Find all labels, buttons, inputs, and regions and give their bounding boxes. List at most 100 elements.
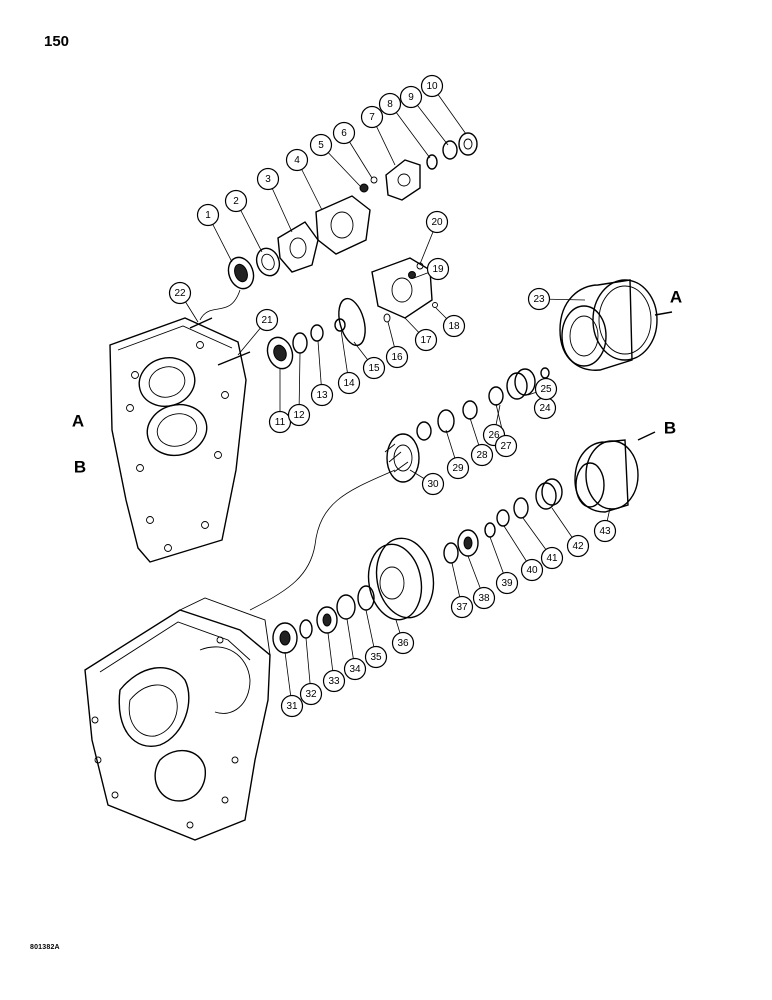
callout-number: 38 — [478, 593, 490, 604]
callout-36: 36 — [391, 631, 415, 655]
callout-circle — [196, 203, 220, 227]
callout-29: 29 — [446, 456, 470, 480]
callout-2: 2 — [224, 189, 248, 213]
callout-number: 7 — [369, 112, 375, 123]
callout-19: 19 — [426, 257, 450, 281]
callout-number: 11 — [275, 417, 286, 428]
callout-40: 40 — [520, 558, 544, 582]
callout-circle — [385, 345, 409, 369]
callout-22: 22 — [168, 281, 192, 305]
callout-37: 37 — [450, 595, 474, 619]
figure-code: 801382A — [30, 944, 60, 951]
callout-14: 14 — [337, 371, 361, 395]
callout-18: 18 — [442, 314, 466, 338]
callout-number: 22 — [174, 288, 186, 299]
callout-number: 9 — [408, 92, 414, 103]
callout-34: 34 — [343, 657, 367, 681]
callout-number: 20 — [431, 217, 443, 228]
callout-15: 15 — [362, 356, 386, 380]
callout-5: 5 — [309, 133, 333, 157]
callout-circle — [309, 133, 333, 157]
callout-12: 12 — [287, 403, 311, 427]
callout-31: 31 — [280, 694, 304, 718]
callout-16: 16 — [385, 345, 409, 369]
callout-number: 13 — [316, 390, 328, 401]
callout-39: 39 — [495, 571, 519, 595]
callout-number: 10 — [426, 81, 438, 92]
callout-number: 33 — [328, 676, 340, 687]
reference-letter-b-lower: B — [74, 458, 86, 477]
callout-circle — [540, 546, 564, 570]
studs — [189, 289, 251, 366]
callout-number: 40 — [526, 565, 538, 576]
callout-41: 41 — [540, 546, 564, 570]
callout-circle — [337, 371, 361, 395]
callout-number: 16 — [391, 352, 403, 363]
callout-circle — [322, 669, 346, 693]
callout-circle — [534, 377, 558, 401]
callout-number: 24 — [539, 403, 551, 414]
callout-circle — [414, 328, 438, 352]
callout-circle — [425, 210, 449, 234]
reference-letter-b-upper: B — [664, 419, 676, 438]
callout-number: 43 — [599, 526, 611, 537]
callout-number: 42 — [572, 541, 584, 552]
callout-23: 23 — [527, 287, 551, 311]
callout-43: 43 — [593, 519, 617, 543]
callout-circle — [256, 167, 280, 191]
callout-number: 3 — [265, 174, 271, 185]
callout-circle — [332, 121, 356, 145]
callout-circle — [360, 105, 384, 129]
upper-clutch-pack — [384, 279, 673, 483]
callout-number: 17 — [420, 335, 432, 346]
callout-30: 30 — [421, 472, 445, 496]
callout-circle — [310, 383, 334, 407]
callout-4: 4 — [285, 148, 309, 172]
callout-38: 38 — [472, 586, 496, 610]
callout-number: 23 — [533, 294, 545, 305]
callout-circle — [421, 472, 445, 496]
callout-circle — [566, 534, 590, 558]
callout-28: 28 — [470, 443, 494, 467]
callout-number: 5 — [318, 140, 324, 151]
callout-circle — [450, 595, 474, 619]
callout-circle — [399, 85, 423, 109]
callout-number: 8 — [387, 99, 393, 110]
callout-number: 18 — [448, 321, 460, 332]
callout-circle — [285, 148, 309, 172]
callout-number: 41 — [546, 553, 558, 564]
callout-24: 24 — [533, 396, 557, 420]
callout-circle — [168, 281, 192, 305]
callout-number: 2 — [233, 196, 239, 207]
callout-33: 33 — [322, 669, 346, 693]
callout-number: 27 — [500, 441, 512, 452]
callout-number: 14 — [343, 378, 355, 389]
callout-3: 3 — [256, 167, 280, 191]
callout-number: 39 — [501, 578, 513, 589]
callout-circle — [378, 92, 402, 116]
callout-7: 7 — [360, 105, 384, 129]
callout-number: 32 — [305, 689, 317, 700]
callout-circle — [287, 403, 311, 427]
callout-circle — [224, 189, 248, 213]
callout-circle — [593, 519, 617, 543]
callout-circle — [446, 456, 470, 480]
callout-leader-8 — [389, 103, 431, 159]
callout-number: 29 — [452, 463, 464, 474]
callout-6: 6 — [332, 121, 356, 145]
callout-number: 25 — [540, 384, 552, 395]
callout-17: 17 — [414, 328, 438, 352]
callout-number: 12 — [293, 410, 305, 421]
callout-25: 25 — [534, 377, 558, 401]
reference-letter-a-upper: A — [670, 288, 682, 307]
callout-circle — [362, 356, 386, 380]
callout-21: 21 — [255, 308, 279, 332]
callout-circle — [364, 645, 388, 669]
upper-shaft-parts — [227, 132, 478, 290]
callout-number: 19 — [432, 264, 444, 275]
callout-circle — [343, 657, 367, 681]
callout-number: 34 — [349, 664, 361, 675]
callout-circle — [420, 74, 444, 98]
